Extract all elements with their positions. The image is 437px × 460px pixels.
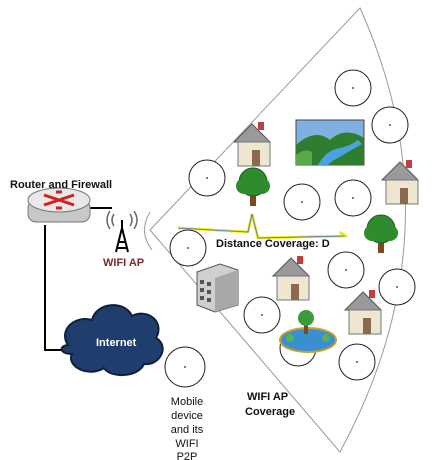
internet-label: Internet — [96, 337, 137, 349]
pond-icon — [279, 310, 337, 353]
mobile-label-line4: WIFI — [175, 438, 199, 450]
mobile-label-line2: device — [171, 410, 203, 422]
wifi-ap-label: WIFI AP — [103, 257, 145, 269]
landscape-icon — [295, 119, 365, 166]
tree-icon — [364, 214, 398, 253]
coverage-inner-arc — [144, 211, 153, 251]
mobile-label-line3: and its — [170, 424, 204, 436]
mobile-label-line5: P2P — [176, 451, 198, 460]
distance-coverage-label: Distance Coverage: D — [216, 238, 330, 250]
coverage-sector — [149, 7, 406, 453]
house-icon — [232, 122, 272, 167]
router-title: Router and Firewall — [10, 179, 113, 191]
house-icon — [343, 290, 383, 335]
router-icon — [27, 187, 91, 223]
coverage-label-line2: Coverage — [245, 406, 296, 418]
mobile-label-line1: Mobile — [170, 396, 204, 408]
house-icon — [271, 256, 311, 301]
antenna-tower-icon — [106, 210, 138, 253]
building-icon — [196, 263, 239, 313]
house-icon — [380, 160, 420, 205]
lightning-icon — [177, 213, 349, 240]
tree-icon — [236, 167, 270, 206]
coverage-label-line1: WIFI AP — [247, 391, 289, 403]
internet-cloud-icon — [60, 304, 164, 376]
